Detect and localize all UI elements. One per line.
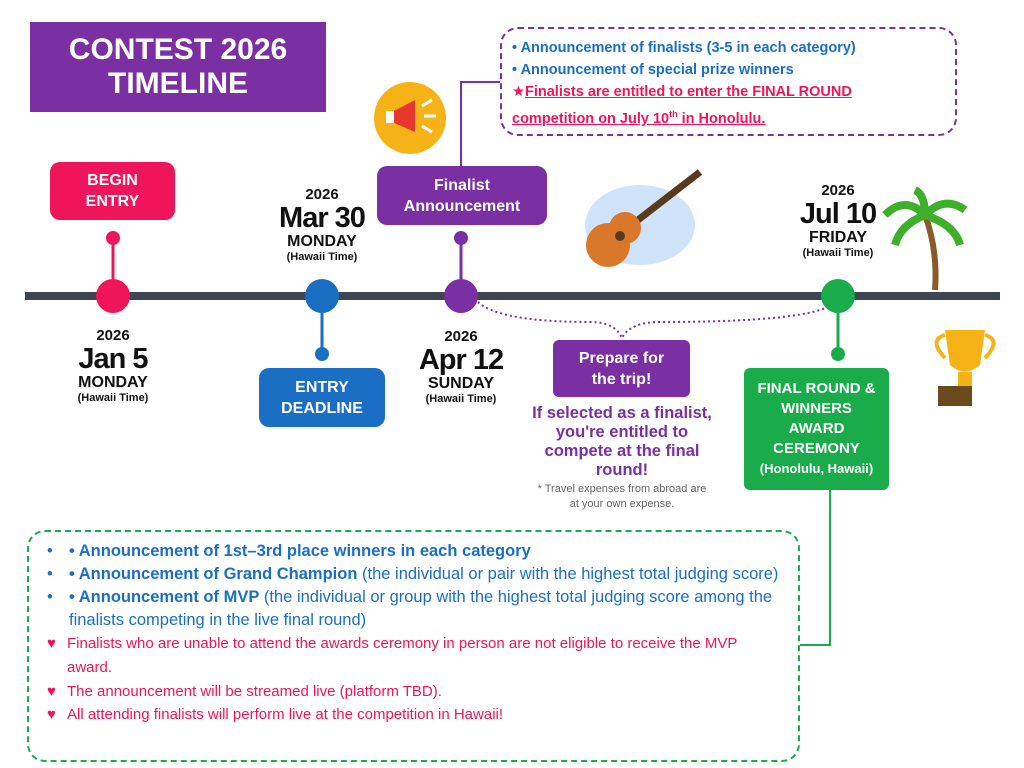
weekday: SUNDAY	[427, 375, 495, 392]
finalist-date: 2026 Apr 12 SUNDAY (Hawaii Time)	[381, 328, 541, 405]
label: FINAL ROUND &	[757, 380, 876, 397]
label: WINNERS	[781, 400, 852, 417]
year: 2026	[305, 186, 339, 203]
star-icon: ★	[512, 84, 525, 100]
deadline-milestone-dot	[305, 279, 339, 313]
label: CEREMONY	[773, 440, 860, 457]
page-title: CONTEST 2026 TIMELINE	[30, 22, 326, 112]
text: All attending finalists will perform liv…	[67, 706, 504, 723]
label: ENTRY	[85, 193, 140, 210]
finalist-notes-box: • Announcement of finalists (3-5 in each…	[500, 27, 957, 136]
final-round-highlight-2: competition on July 10th in Honolulu.	[512, 103, 945, 130]
begin-date: 2026 Jan 5 MONDAY (Hawaii Time)	[33, 327, 193, 404]
date: Apr 12	[418, 344, 504, 376]
timezone: (Hawaii Time)	[77, 392, 149, 404]
trophy-icon	[934, 330, 996, 406]
title-line-2: TIMELINE	[108, 67, 248, 100]
trip-footnote: * Travel expenses from abroad are at you…	[502, 482, 742, 512]
text: • Announcement of MVP	[69, 588, 260, 606]
timeline-axis	[25, 292, 1000, 300]
megaphone-icon	[374, 82, 446, 154]
begin-entry-label: BEGIN ENTRY	[50, 162, 175, 220]
prepare-trip-label: Prepare for the trip!	[553, 340, 690, 397]
ukulele-icon	[585, 169, 703, 267]
palm-tree-icon	[882, 186, 968, 291]
text: The announcement will be streamed live (…	[67, 683, 442, 700]
weekday: MONDAY	[78, 374, 148, 391]
final-round-highlight: ★Finalists are entitled to enter the FIN…	[512, 81, 945, 103]
timezone: (Hawaii Time)	[425, 393, 497, 405]
heart-icon: ♥	[47, 706, 56, 723]
finalist-announcement-label: Finalist Announcement	[377, 166, 547, 225]
label: the trip!	[591, 370, 652, 388]
text: Finalists who are unable to attend the a…	[67, 635, 738, 676]
label: (Honolulu, Hawaii)	[759, 461, 874, 476]
label: Prepare for	[578, 349, 665, 367]
heart-icon: ♥	[47, 683, 56, 700]
footnote: at your own expense.	[569, 498, 675, 510]
final-milestone-dot	[821, 279, 855, 313]
text: in Honolulu.	[677, 110, 766, 127]
text: (the individual or pair with the highest…	[357, 565, 779, 583]
text: competition on July 10	[512, 110, 670, 127]
text: Finalists are entitled to enter the FINA…	[525, 84, 852, 100]
note-item: •• Announcement of MVP (the individual o…	[47, 588, 773, 629]
label: Announcement	[403, 197, 521, 215]
finalist-milestone-dot	[444, 279, 478, 313]
title-line-1: CONTEST 2026	[68, 33, 288, 66]
date: Mar 30	[279, 202, 366, 234]
begin-small-dot	[106, 231, 120, 245]
note-item: • Announcement of finalists (3-5 in each…	[512, 40, 856, 56]
text: • Announcement of 1st–3rd place winners …	[69, 542, 531, 560]
note-item: ♥ The announcement will be streamed live …	[47, 680, 784, 703]
final-round-label: FINAL ROUND & WINNERS AWARD CEREMONY (Ho…	[744, 368, 889, 490]
date: Jan 5	[78, 343, 148, 375]
timezone: (Hawaii Time)	[802, 247, 874, 259]
text: th	[669, 109, 678, 119]
heart-icon: ♥	[47, 635, 56, 652]
footnote: * Travel expenses from abroad are	[537, 483, 707, 495]
date: Jul 10	[799, 198, 877, 230]
begin-milestone-dot	[96, 279, 130, 313]
weekday: MONDAY	[287, 233, 357, 250]
final-date: 2026 Jul 10 FRIDAY (Hawaii Time)	[758, 182, 918, 259]
weekday: FRIDAY	[808, 229, 868, 246]
label: AWARD	[788, 420, 845, 437]
entry-deadline-label: ENTRY DEADLINE	[259, 368, 385, 427]
label: DEADLINE	[281, 399, 363, 417]
timezone: (Hawaii Time)	[286, 251, 358, 263]
label: Finalist	[433, 176, 490, 194]
note-item: • Announcement of special prize winners	[512, 62, 794, 78]
label: ENTRY	[295, 378, 349, 396]
year: 2026	[821, 182, 855, 199]
trip-message: If selected as a finalist, you're entitl…	[532, 404, 712, 479]
year: 2026	[444, 328, 478, 345]
note-item: •• Announcement of 1st–3rd place winners…	[47, 542, 531, 560]
text: (the individual or group with the highes…	[69, 588, 773, 629]
deadline-date: 2026 Mar 30 MONDAY (Hawaii Time)	[242, 186, 402, 263]
text: • Announcement of Grand Champion	[69, 565, 358, 583]
final-notes-box: •• Announcement of 1st–3rd place winners…	[27, 530, 800, 762]
note-item: ♥ All attending finalists will perform li…	[47, 703, 784, 726]
note-item: •• Announcement of Grand Champion (the i…	[47, 565, 779, 583]
note-item: ♥ Finalists who are unable to attend the …	[47, 632, 784, 680]
label: BEGIN	[87, 172, 138, 189]
year: 2026	[96, 327, 130, 344]
